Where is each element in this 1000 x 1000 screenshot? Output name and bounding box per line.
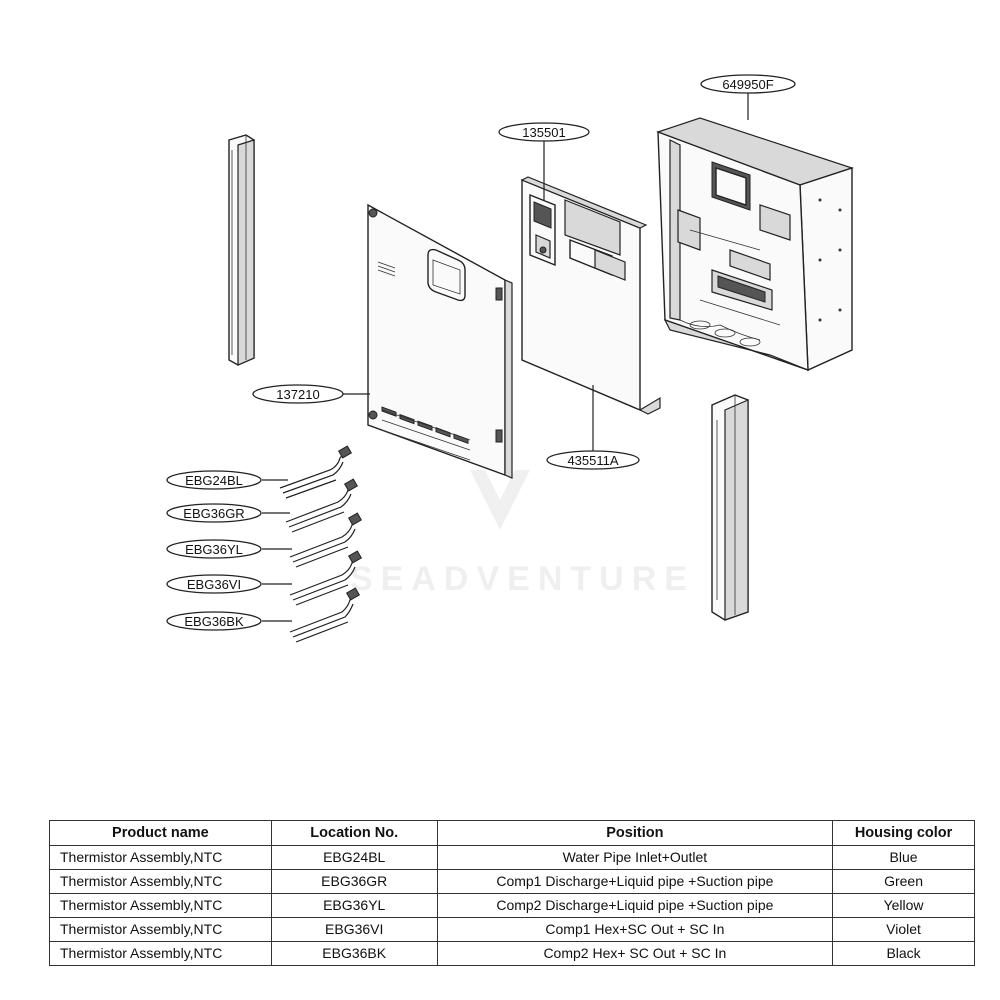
table-row: Thermistor Assembly,NTC EBG36YL Comp2 Di… <box>49 893 975 918</box>
main-cabinet <box>656 117 854 372</box>
cell-location-no: EBG36YL <box>270 893 438 918</box>
cell-position: Water Pipe Inlet+Outlet <box>436 845 834 870</box>
callout-435511A: 435511A <box>546 450 640 470</box>
thermistor-ebg36vi <box>289 550 363 606</box>
cell-housing-color: Black <box>832 941 975 966</box>
front-cover-panel <box>367 203 513 479</box>
cell-position: Comp1 Discharge+Liquid pipe +Suction pip… <box>436 869 834 894</box>
cell-location-no: EBG36BK <box>270 941 438 966</box>
thermistor-ebg36bk <box>289 587 361 643</box>
thermistor-ebg36gr <box>285 478 359 533</box>
right-side-rail <box>711 394 749 621</box>
table-header-row: Product name Location No. Position Housi… <box>49 820 975 846</box>
header-location-no: Location No. <box>270 820 438 846</box>
callout-EBG24BL: EBG24BL <box>166 470 262 490</box>
cell-product-name: Thermistor Assembly,NTC <box>49 917 272 942</box>
thermistor-ebg24bl <box>279 445 353 499</box>
cell-housing-color: Violet <box>832 917 975 942</box>
callout-text: EBG36YL <box>185 542 243 557</box>
callout-text: 649950F <box>722 77 773 92</box>
callout-text: EBG36GR <box>183 506 244 521</box>
thermistor-assemblies <box>279 445 363 643</box>
cell-location-no: EBG36VI <box>270 917 438 942</box>
cell-position: Comp1 Hex+SC Out + SC In <box>436 917 834 942</box>
cell-location-no: EBG24BL <box>270 845 438 870</box>
cell-location-no: EBG36GR <box>270 869 438 894</box>
cell-product-name: Thermistor Assembly,NTC <box>49 893 272 918</box>
table-row: Thermistor Assembly,NTC EBG24BL Water Pi… <box>49 845 975 870</box>
left-side-rail <box>228 134 255 366</box>
cell-product-name: Thermistor Assembly,NTC <box>49 941 272 966</box>
thermistor-parts-table: Product name Location No. Position Housi… <box>49 820 975 966</box>
callout-EBG36VI: EBG36VI <box>166 574 262 594</box>
table-row: Thermistor Assembly,NTC EBG36BK Comp2 He… <box>49 941 975 966</box>
callout-text: 137210 <box>276 387 319 402</box>
callout-text: 435511A <box>567 453 618 468</box>
callout-text: EBG24BL <box>185 473 243 488</box>
watermark: SEADVENTURE <box>350 470 695 598</box>
exploded-parts-diagram: SEADVENTURE <box>166 74 854 643</box>
table-row: Thermistor Assembly,NTC EBG36GR Comp1 Di… <box>49 869 975 894</box>
leader-lines <box>262 92 749 622</box>
header-housing-color: Housing color <box>832 820 975 846</box>
cell-position: Comp2 Discharge+Liquid pipe +Suction pip… <box>436 893 834 918</box>
watermark-text: SEADVENTURE <box>350 560 695 598</box>
header-position: Position <box>436 820 834 846</box>
callout-text: 135501 <box>522 125 565 140</box>
callout-137210: 137210 <box>252 384 344 404</box>
thermistor-ebg36yl <box>289 512 363 568</box>
cell-housing-color: Blue <box>832 845 975 870</box>
inner-mounting-panel <box>520 176 661 415</box>
header-product-name: Product name <box>49 820 272 846</box>
callout-EBG36YL: EBG36YL <box>166 539 262 559</box>
callout-649950F: 649950F <box>700 74 796 94</box>
callout-text: EBG36VI <box>187 577 241 592</box>
callout-EBG36GR: EBG36GR <box>166 503 262 523</box>
cell-housing-color: Yellow <box>832 893 975 918</box>
callout-135501: 135501 <box>498 122 590 142</box>
callout-text: EBG36BK <box>184 614 244 629</box>
table-row: Thermistor Assembly,NTC EBG36VI Comp1 He… <box>49 917 975 942</box>
cell-housing-color: Green <box>832 869 975 894</box>
cell-product-name: Thermistor Assembly,NTC <box>49 845 272 870</box>
cell-product-name: Thermistor Assembly,NTC <box>49 869 272 894</box>
cell-position: Comp2 Hex+ SC Out + SC In <box>436 941 834 966</box>
callout-EBG36BK: EBG36BK <box>166 611 262 631</box>
